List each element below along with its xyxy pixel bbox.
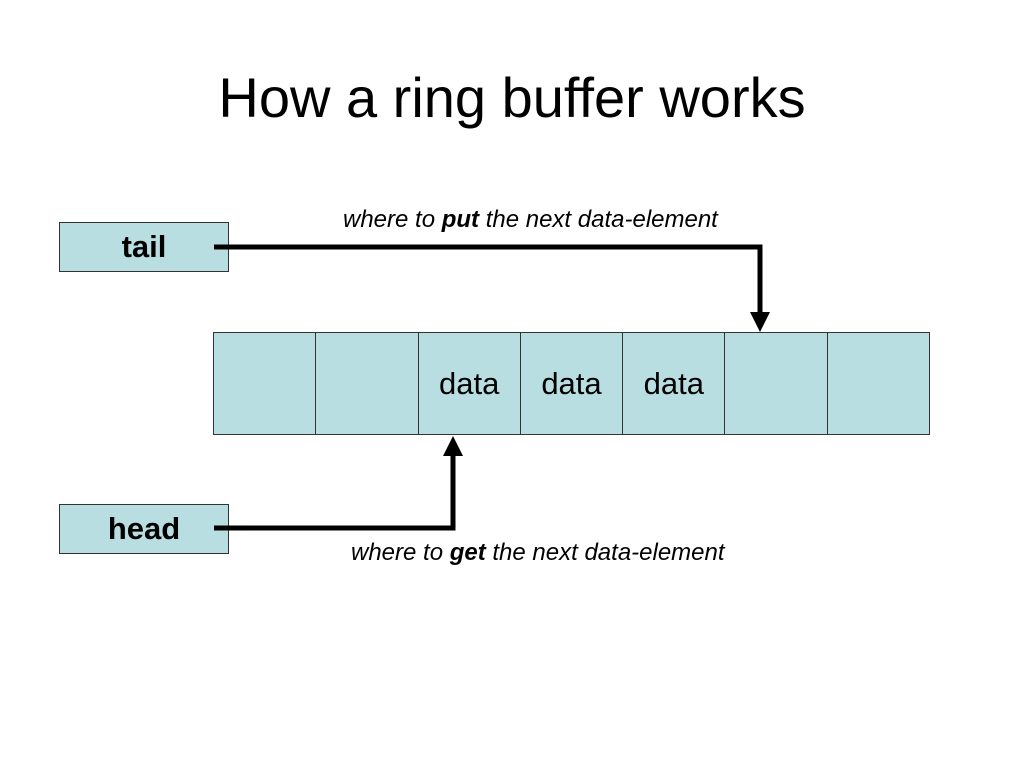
get-keyword: get [449,539,486,566]
get-annotation: where to get the next data-element [351,538,725,568]
put-annotation-prefix: where to [343,206,442,233]
head-arrow-line [214,454,456,531]
put-keyword: put [441,206,480,233]
buffer-slot: data [419,333,521,434]
buffer-slot [725,333,828,434]
head-arrow-head [443,436,463,456]
buffer-slot: data [521,333,624,434]
buffer-slot [214,333,317,434]
get-annotation-suffix: the next data-element [485,539,725,566]
buffer-slot: data [623,333,726,434]
head-label: head [107,511,181,546]
put-annotation: where to put the next data-element [343,205,718,235]
tail-label: tail [121,229,167,264]
tail-arrow-head [750,312,770,332]
buffer-slot [828,333,929,434]
get-annotation-prefix: where to [351,539,450,566]
tail-arrow-line [214,244,763,314]
buffer-slot [316,333,419,434]
put-annotation-suffix: the next data-element [479,206,718,233]
tail-pointer-box: tail [59,222,229,272]
slide-title: How a ring buffer works [218,66,806,129]
head-pointer-box: head [59,504,229,554]
